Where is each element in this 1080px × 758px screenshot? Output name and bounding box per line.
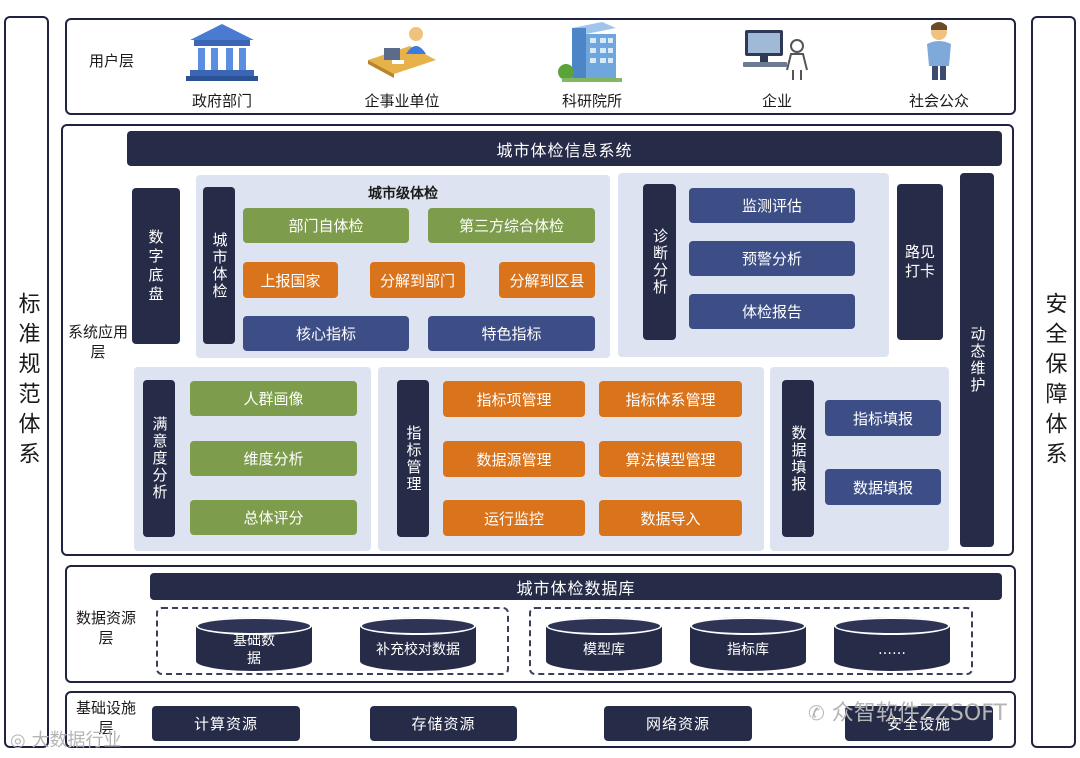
third-party-check-button[interactable]: 第三方综合体检 xyxy=(428,208,595,243)
city-check-db-bar: 城市体检数据库 xyxy=(150,573,1002,600)
more-store: …… xyxy=(834,617,950,671)
bigdata-watermark: ◎ 大数据行业 xyxy=(10,730,122,751)
diagnosis-vlabel: 诊断分析 xyxy=(643,184,676,340)
network-resource-box: 网络资源 xyxy=(604,706,752,741)
security-facility-box: 安全设施 xyxy=(845,706,993,741)
data-import-button[interactable]: 数据导入 xyxy=(599,500,742,536)
data-layer-label: 数据资源层 xyxy=(76,609,137,647)
government-building-icon xyxy=(186,24,258,81)
wechat-icon: ✆ xyxy=(808,701,825,725)
overall-score-button[interactable]: 总体评分 xyxy=(190,500,357,535)
indicator-fill-button[interactable]: 指标填报 xyxy=(825,400,941,436)
security-system-frame: 安全保障体系 xyxy=(1031,16,1076,748)
model-library-store: 模型库 xyxy=(546,617,662,671)
run-monitor-button[interactable]: 运行监控 xyxy=(443,500,585,536)
city-check-vlabel: 城市体检 xyxy=(203,187,235,344)
dimension-analysis-button[interactable]: 维度分析 xyxy=(190,441,357,476)
split-to-dept-button[interactable]: 分解到部门 xyxy=(370,262,465,298)
user-name: 社会公众 xyxy=(908,92,969,110)
road-checkin-box: 路见打卡 xyxy=(897,184,943,340)
satisfaction-vlabel: 满意度分析 xyxy=(143,380,175,537)
data-source-mgmt-button[interactable]: 数据源管理 xyxy=(443,441,585,477)
user-name: 企事业单位 xyxy=(364,92,440,110)
computer-user-icon xyxy=(743,30,808,80)
check-report-button[interactable]: 体检报告 xyxy=(689,294,855,329)
user-name: 科研院所 xyxy=(561,92,622,110)
infra-layer-label: 基础设施层 xyxy=(76,699,137,737)
algorithm-model-mgmt-button[interactable]: 算法模型管理 xyxy=(599,441,742,477)
user-institution: 企事业单位 xyxy=(327,20,477,111)
compute-resource-box: 计算资源 xyxy=(152,706,300,741)
storage-resource-box: 存储资源 xyxy=(370,706,517,741)
digital-base-box: 数字底盘 xyxy=(132,188,180,344)
system-title-bar: 城市体检信息系统 xyxy=(127,131,1002,166)
user-layer-label: 用户层 xyxy=(89,52,135,70)
user-layer: 用户层 政府部门 企事业单位 xyxy=(65,18,1016,115)
person-icon xyxy=(927,22,951,80)
indicator-item-mgmt-button[interactable]: 指标项管理 xyxy=(443,381,585,417)
crowd-portrait-button[interactable]: 人群画像 xyxy=(190,381,357,416)
supplement-data-store: 补充校对数据 xyxy=(360,617,476,671)
warning-analysis-button[interactable]: 预警分析 xyxy=(689,241,855,276)
zzsoft-watermark: ✆ 众智软件ZZSOFT xyxy=(808,701,1007,726)
special-indicator-button[interactable]: 特色指标 xyxy=(428,316,595,351)
split-to-district-button[interactable]: 分解到区县 xyxy=(499,262,595,298)
city-check-title: 城市级体检 xyxy=(368,186,438,202)
user-name: 企业 xyxy=(761,92,792,110)
user-enterprise: 企业 xyxy=(702,20,852,111)
data-fill-vlabel: 数据填报 xyxy=(782,380,814,537)
indicator-library-store: 指标库 xyxy=(690,617,806,671)
user-name: 政府部门 xyxy=(191,92,252,110)
app-layer-label: 系统应用层 xyxy=(68,323,129,361)
dynamic-maintain-box: 动态维护 xyxy=(960,173,994,547)
basic-data-store: 基础数据 xyxy=(196,617,312,671)
weibo-icon: ◎ xyxy=(10,730,26,751)
standards-system-label: 标准规范体系 xyxy=(14,292,40,472)
user-public: 社会公众 xyxy=(864,20,1014,111)
monitor-eval-button[interactable]: 监测评估 xyxy=(689,188,855,223)
office-worker-icon xyxy=(368,27,436,78)
report-national-button[interactable]: 上报国家 xyxy=(243,262,338,298)
library-group xyxy=(529,607,973,675)
security-system-label: 安全保障体系 xyxy=(1041,292,1067,472)
data-fill-button[interactable]: 数据填报 xyxy=(825,469,941,505)
indicator-mgmt-vlabel: 指标管理 xyxy=(397,380,429,537)
standards-system-frame: 标准规范体系 xyxy=(4,16,49,748)
basic-data-group xyxy=(156,607,509,675)
user-research: 科研院所 xyxy=(517,20,667,111)
dept-self-check-button[interactable]: 部门自体检 xyxy=(243,208,409,243)
core-indicator-button[interactable]: 核心指标 xyxy=(243,316,409,351)
indicator-system-mgmt-button[interactable]: 指标体系管理 xyxy=(599,381,742,417)
research-building-icon xyxy=(558,22,622,82)
user-government: 政府部门 xyxy=(147,20,297,111)
